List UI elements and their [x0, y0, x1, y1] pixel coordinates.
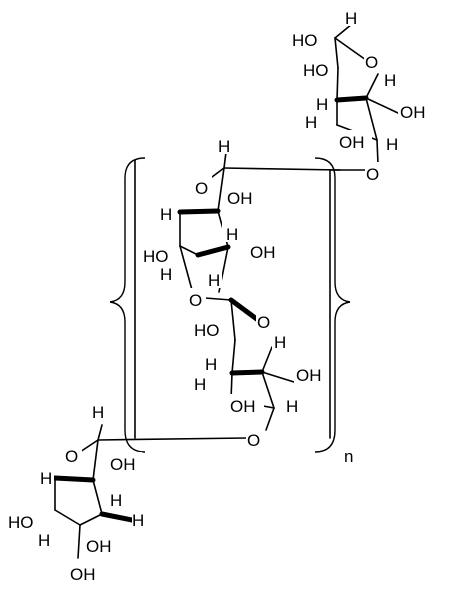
atom-label-h: H [40, 469, 52, 488]
atom-label-o: O [65, 447, 78, 466]
atom-label-oh: OH [227, 189, 253, 208]
atom-label-h: H [218, 137, 230, 156]
atom-label-h: H [345, 9, 357, 28]
repeat-count-n: n [344, 447, 353, 466]
atom-label-ho: HO [194, 321, 220, 340]
atom-label-oh: OH [86, 537, 112, 556]
atom-label-h: H [316, 95, 328, 114]
middle-ring-two-bonds [204, 297, 295, 431]
atom-label-oh: OH [400, 103, 426, 122]
left-brace [109, 157, 146, 453]
atom-label-o: O [247, 431, 260, 450]
atom-label-h: H [274, 333, 286, 352]
atom-label-h: H [305, 113, 317, 132]
bottom-ring-bonds [52, 424, 247, 559]
atom-label-o: O [365, 53, 378, 72]
atom-label-h: H [160, 265, 172, 284]
atom-label-oh: OH [70, 565, 96, 584]
atom-label-h: H [208, 271, 220, 290]
atom-label-oh: OH [110, 455, 136, 474]
atom-labels: H HO O HO H H OH H OH H O H O OH H H HO … [8, 6, 432, 584]
atom-label-h: H [386, 135, 398, 154]
bonds [52, 23, 399, 559]
right-brace [314, 157, 351, 453]
atom-label-h: H [384, 71, 396, 90]
atom-label-h: H [92, 403, 104, 422]
middle-ring-one-bonds [177, 151, 341, 293]
atom-label-oh: OH [339, 133, 365, 152]
atom-label-h: H [205, 355, 217, 374]
atom-label-ho: HO [143, 247, 169, 266]
atom-label-o: O [189, 291, 202, 310]
atom-label-h: H [132, 511, 144, 530]
atom-label-ho: HO [303, 61, 329, 80]
repeat-bracket-frame [134, 159, 366, 439]
atom-label-h: H [160, 205, 172, 224]
atom-label-oh: OH [230, 397, 256, 416]
atom-label-h: H [194, 375, 206, 394]
atom-label-oh: OH [296, 366, 322, 385]
atom-label-oh: OH [250, 243, 276, 262]
atom-label-ho: HO [8, 513, 34, 532]
atom-label-o: O [195, 179, 208, 198]
atom-label-ho: HO [292, 31, 318, 50]
atom-label-h: H [38, 531, 50, 550]
atom-label-o: O [257, 313, 270, 332]
braces [109, 157, 351, 453]
atom-label-h: H [226, 225, 238, 244]
atom-label-o: O [366, 165, 379, 184]
atom-label-h: H [286, 397, 298, 416]
atom-label-h: H [110, 491, 122, 510]
